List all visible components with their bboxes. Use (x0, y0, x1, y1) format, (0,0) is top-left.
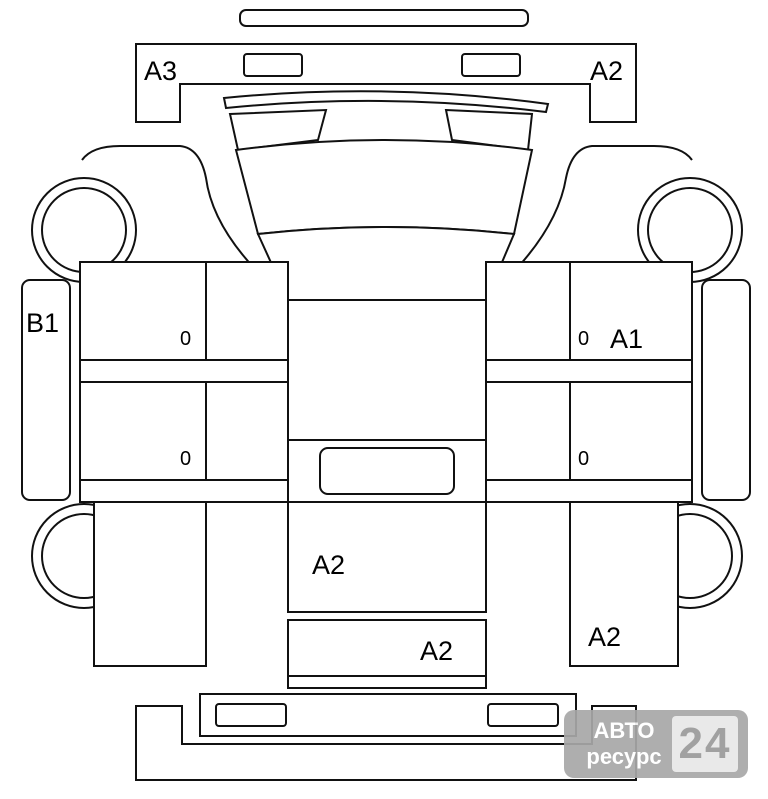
label-hood: A2 (420, 636, 453, 666)
grille (287, 619, 487, 677)
left-sill-upper (79, 359, 289, 383)
label-roof: A2 (312, 550, 345, 580)
left-front-door-b (205, 381, 289, 481)
label-right-front-fender: A2 (588, 622, 621, 652)
wheel-rear-right (637, 177, 743, 283)
left-front-fender (93, 501, 207, 667)
rear-lamp-left (243, 53, 303, 77)
right-sill-lower (485, 479, 693, 503)
watermark-digits: 24 (672, 716, 738, 772)
headlamp-left (215, 703, 287, 727)
trunk-lid (234, 139, 534, 236)
windshield-glass (319, 447, 455, 495)
right-front-door-a (569, 381, 693, 481)
label-rear-left: A3 (144, 56, 177, 86)
body-outline-right (483, 145, 693, 301)
door-mark-right-rear: 0 (578, 448, 589, 470)
right-rear-door (485, 261, 571, 361)
hood (287, 501, 487, 613)
rear-glass-top (222, 90, 550, 114)
rear-quarter-glass-left (228, 108, 328, 152)
headlamp-right (487, 703, 559, 727)
watermark-logo: АВТО ресурс 24 (564, 710, 748, 778)
left-rocker (21, 279, 71, 501)
right-rocker (701, 279, 751, 501)
left-front-door-a (79, 381, 207, 481)
door-mark-left-front: 0 (180, 328, 191, 350)
label-rear-right: A2 (590, 56, 623, 86)
left-rear-door (205, 261, 289, 361)
right-front-door-b (485, 381, 571, 481)
right-front-fender (569, 501, 679, 667)
front-bumper (135, 705, 637, 781)
rear-bumper (135, 43, 637, 123)
door-mark-left-rear: 0 (180, 448, 191, 470)
rear-spoiler (239, 9, 529, 27)
right-sill-upper (485, 359, 693, 383)
left-sill-lower (79, 479, 289, 503)
label-left-side: B1 (26, 308, 59, 338)
watermark-line2: ресурс (586, 744, 662, 769)
right-rear-quarter (569, 261, 693, 361)
rear-lamp-right (461, 53, 521, 77)
front-lip (287, 675, 487, 689)
body-outline-left (81, 145, 289, 301)
rear-window (256, 226, 516, 301)
label-right-front-door: A1 (610, 324, 643, 354)
watermark-line1: АВТО (593, 718, 655, 743)
roof (287, 299, 487, 441)
door-mark-right-front: 0 (578, 328, 589, 350)
